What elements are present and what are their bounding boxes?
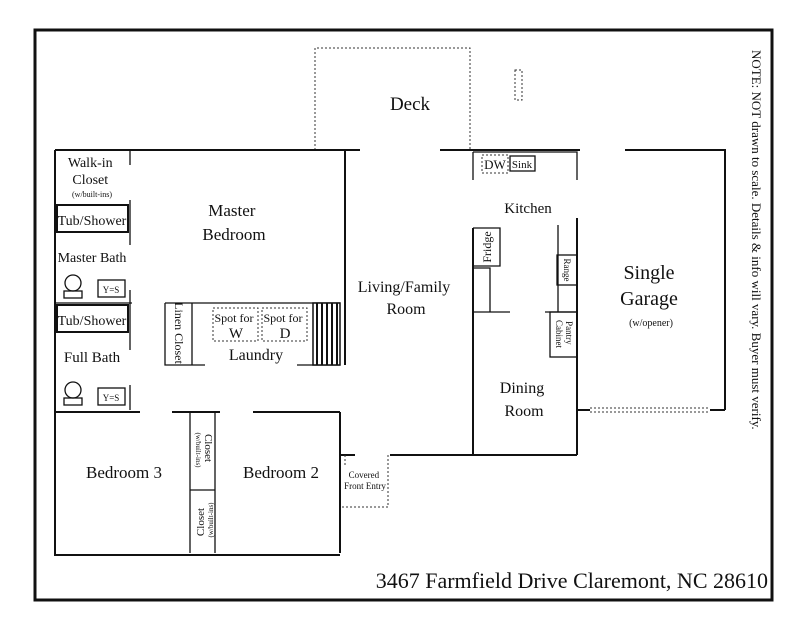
master-bedroom-label: Master Bedroom: [202, 201, 265, 244]
sink-vanity-icon: [97, 387, 126, 406]
vanity-label: Y=S: [103, 393, 120, 403]
property-address: 3467 Farmfield Drive Claremont, NC 28610: [376, 568, 768, 593]
range-label: Range: [562, 259, 572, 282]
closet-2-label: Closet (w/built-ins): [191, 502, 215, 538]
master-bath-fixtures: Y=S: [63, 274, 126, 299]
bedroom-3-label: Bedroom 3: [86, 463, 162, 482]
dining-room-label: Dining Room: [500, 380, 548, 420]
dryer-spot-label: Spot for D: [264, 309, 307, 342]
vanity-label: Y=S: [103, 285, 120, 295]
washer-spot-label: Spot for W: [215, 309, 258, 342]
tub-shower-2-label: Tub/Shower: [58, 314, 127, 329]
tub-shower-1-label: Tub/Shower: [58, 214, 127, 229]
closet-1-label: Closet (w/built-ins): [194, 433, 218, 469]
walls: [54, 149, 726, 556]
front-entry-label: Covered Front Entry: [344, 470, 386, 491]
garage-label: Single Garage (w/opener): [620, 262, 682, 329]
dishwasher-label: DW: [484, 157, 506, 172]
sink: [509, 155, 536, 172]
disclaimer-note: NOTE: NOT drawn to scale. Details & info…: [749, 50, 764, 430]
living-room-label: Living/Family Room: [358, 279, 454, 318]
tub-shower-1: [56, 204, 129, 233]
full-bath-fixtures: Y=S: [63, 381, 126, 406]
pantry-label: Pantry Cabinet: [554, 320, 574, 348]
sink-vanity-icon: [97, 279, 126, 298]
linen-closet-label: Linen Closet: [172, 302, 186, 364]
kitchen-label: Kitchen: [504, 201, 552, 217]
tub-shower-2: [56, 304, 129, 333]
master-bath-label: Master Bath: [58, 251, 127, 266]
stairs: [312, 302, 341, 366]
dishwasher: [481, 154, 509, 174]
sink-label: Sink: [512, 159, 533, 171]
full-bath-label: Full Bath: [64, 350, 121, 366]
fridge-label: Fridge: [480, 231, 494, 262]
bedroom-2-label: Bedroom 2: [243, 463, 319, 482]
washer-spot: [212, 307, 259, 342]
dryer-spot: [261, 307, 308, 342]
page-border: [33, 28, 774, 602]
laundry-label: Laundry: [229, 347, 283, 364]
deck-label: Deck: [390, 94, 431, 115]
walk-in-closet-label: Walk-in Closet (w/built-ins): [68, 156, 116, 199]
deck: Deck: [314, 47, 523, 150]
